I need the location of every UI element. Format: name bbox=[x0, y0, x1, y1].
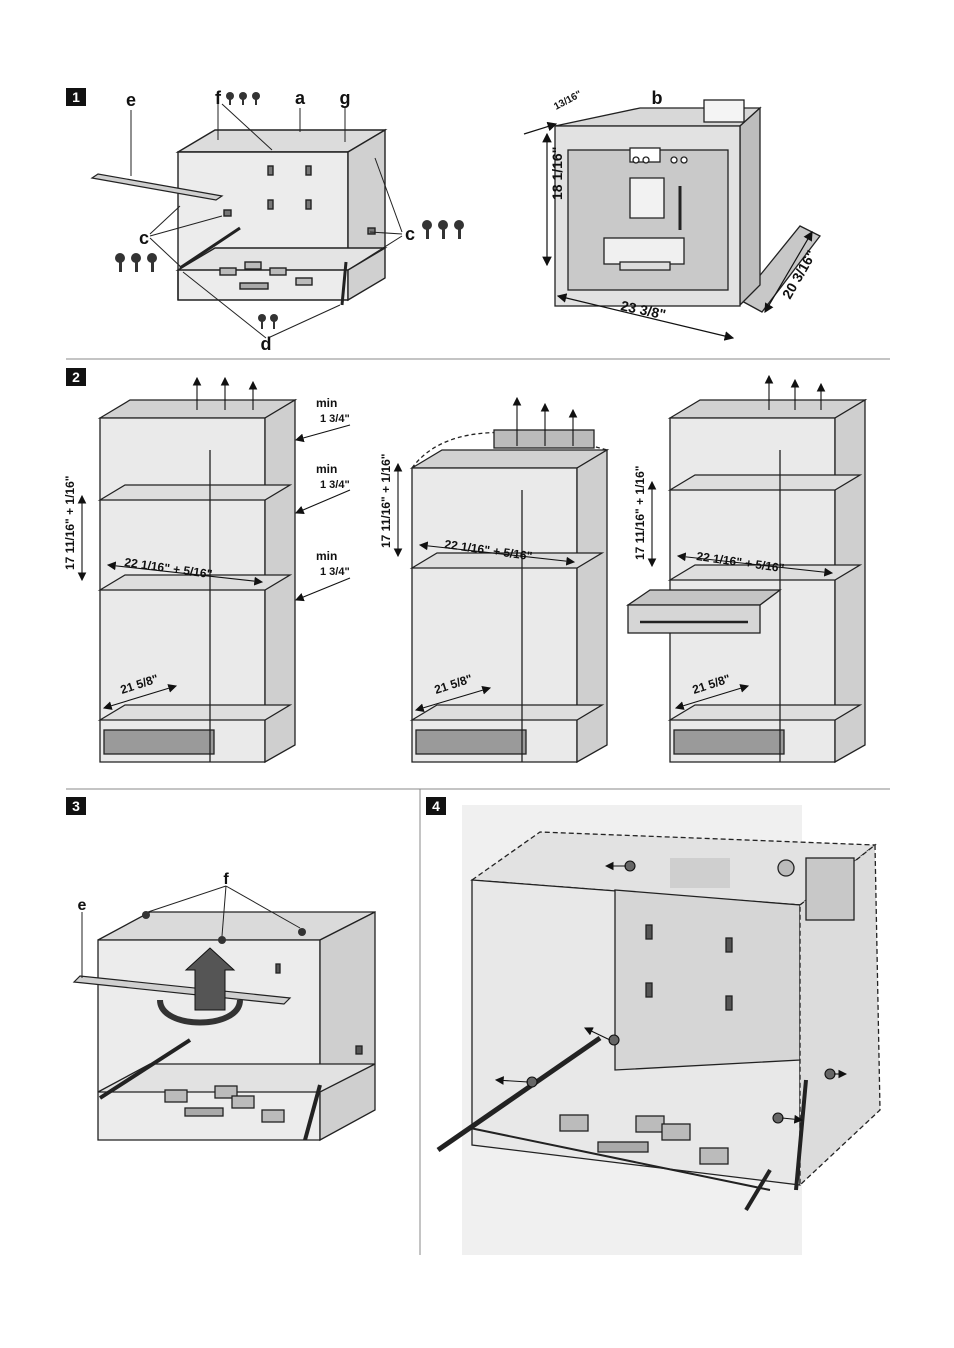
label-e-step-3: e bbox=[78, 897, 87, 914]
label-f-step-3: f bbox=[223, 871, 229, 888]
dim-height: 18 1/16" bbox=[549, 147, 565, 200]
height-label-3: 17 11/16" + 1/16" bbox=[633, 466, 647, 560]
coffee-machine bbox=[555, 100, 820, 312]
label-e: e bbox=[126, 90, 136, 110]
step-1: 1 bbox=[66, 88, 820, 354]
step-3: 3 bbox=[66, 797, 375, 1140]
screws-f bbox=[226, 92, 260, 105]
label-c-left: c bbox=[139, 228, 149, 248]
tall-cabinet-3 bbox=[628, 400, 865, 762]
gap-label-1: 1 3/4" bbox=[320, 413, 350, 425]
gap-label-2: 1 3/4" bbox=[320, 479, 350, 491]
label-g: g bbox=[340, 88, 351, 108]
screws-c-right bbox=[422, 220, 464, 239]
gap-label-3: 1 3/4" bbox=[320, 566, 350, 578]
height-label-2: 17 11/16" + 1/16" bbox=[379, 454, 393, 548]
step-1-number: 1 bbox=[72, 89, 80, 105]
step-2-number: 2 bbox=[72, 369, 80, 385]
min-label-2: min bbox=[316, 462, 337, 476]
screws-d bbox=[258, 314, 278, 329]
label-c-right: c bbox=[405, 224, 415, 244]
screws-c-left bbox=[115, 253, 157, 272]
step-4: 4 bbox=[426, 797, 880, 1255]
step-2: 2 min 1 3/4" min 1 3/4" min 1 3 bbox=[63, 368, 865, 762]
step-3-number: 3 bbox=[72, 798, 80, 814]
dim-depth-top: 13/16" bbox=[552, 89, 584, 113]
min-label-1: min bbox=[316, 396, 337, 410]
mounting-frame bbox=[178, 130, 385, 305]
label-a: a bbox=[295, 88, 306, 108]
label-d: d bbox=[261, 334, 272, 354]
cabinet-niche bbox=[438, 805, 880, 1255]
label-f: f bbox=[215, 88, 222, 108]
tall-cabinet-2 bbox=[412, 430, 607, 762]
tall-cabinet-1 bbox=[100, 400, 295, 762]
step-4-number: 4 bbox=[432, 798, 440, 814]
label-b: b bbox=[652, 88, 663, 108]
min-label-3: min bbox=[316, 549, 337, 563]
height-label-1: 17 11/16" + 1/16" bbox=[63, 476, 77, 570]
frame-step-3 bbox=[98, 912, 375, 1140]
